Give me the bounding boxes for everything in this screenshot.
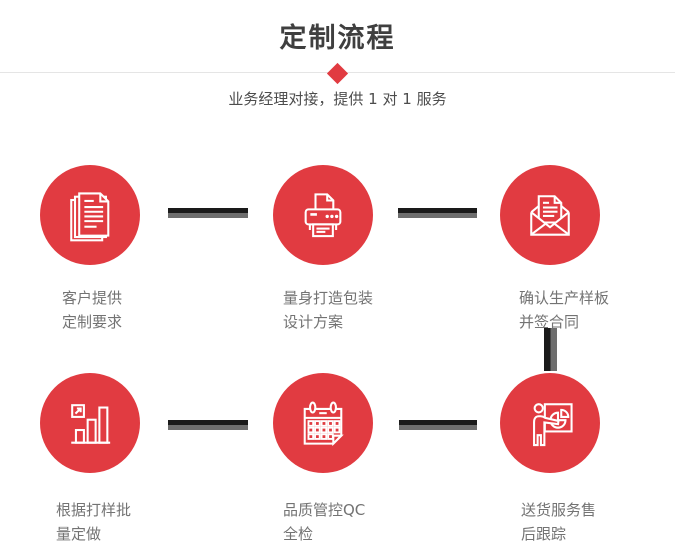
step-5-label: 品质管控QC 全检 <box>283 498 365 546</box>
step-5-label-line2: 全检 <box>283 525 314 543</box>
connector-step1-step2 <box>168 208 248 218</box>
diamond-accent-icon <box>326 62 349 85</box>
step-2-label: 量身打造包装 设计方案 <box>283 286 373 334</box>
calendar-icon <box>303 401 344 447</box>
documents-icon <box>70 192 110 242</box>
step-4-label-line2: 量定做 <box>56 525 102 543</box>
step-2-circle <box>273 165 373 265</box>
step-1-circle <box>40 165 140 265</box>
step-6-label-line2: 后跟踪 <box>521 525 567 543</box>
growth-bar-chart-icon <box>71 404 111 444</box>
step-3-label: 确认生产样板 并签合同 <box>519 286 609 334</box>
connector-step3-step6 <box>544 328 557 371</box>
step-4-label-line1: 根据打样批 <box>56 501 132 519</box>
step-3-circle <box>500 165 600 265</box>
step-6-circle <box>500 373 600 473</box>
step-4-circle <box>40 373 140 473</box>
connector-step5-step6 <box>399 420 477 430</box>
step-3-label-line2: 并签合同 <box>519 313 580 331</box>
envelope-letter-icon <box>530 195 570 236</box>
connector-step2-step3 <box>398 208 477 218</box>
step-6-label-line1: 送货服务售 <box>521 501 597 519</box>
page-subtitle: 业务经理对接，提供 1 对 1 服务 <box>228 90 447 108</box>
page-title: 定制流程 <box>279 23 396 54</box>
presentation-chart-icon <box>533 403 573 447</box>
step-4-label: 根据打样批 量定做 <box>56 498 131 546</box>
step-3-label-line1: 确认生产样板 <box>519 289 610 307</box>
step-2-label-line2: 设计方案 <box>283 313 344 331</box>
connector-step4-step5 <box>168 420 248 430</box>
printer-icon <box>304 193 342 238</box>
step-5-circle <box>273 373 373 473</box>
step-1-label-line1: 客户提供 <box>62 289 123 307</box>
step-5-label-line1: 品质管控QC <box>283 501 366 519</box>
step-1-label: 客户提供 定制要求 <box>62 286 122 334</box>
step-1-label-line2: 定制要求 <box>62 313 123 331</box>
step-2-label-line1: 量身打造包装 <box>283 289 374 307</box>
step-6-label: 送货服务售 后跟踪 <box>521 498 596 546</box>
